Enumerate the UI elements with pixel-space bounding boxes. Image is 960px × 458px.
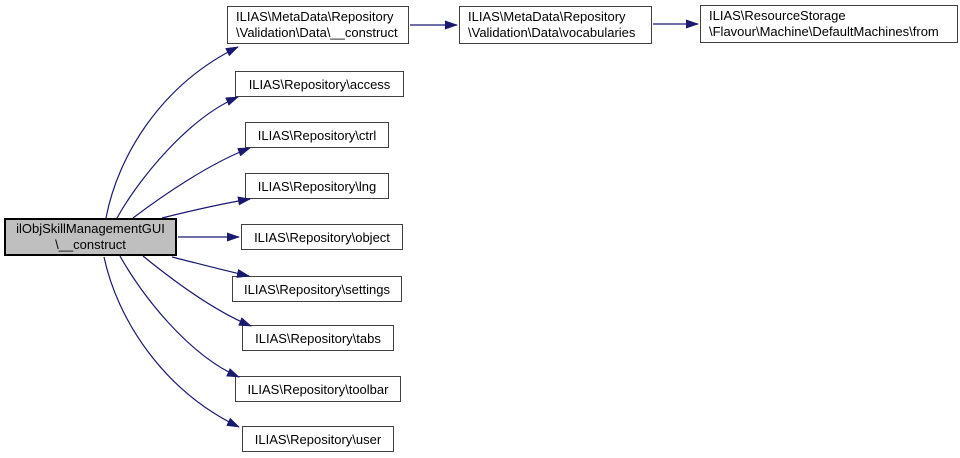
node-repository-object[interactable]: ILIAS\Repository\object — [241, 224, 403, 250]
node-label: ILIAS\Repository\tabs — [255, 330, 381, 346]
node-label-line1: ILIAS\MetaData\Repository — [468, 9, 626, 24]
node-resourcestorage-defaultmachines-from[interactable]: ILIAS\ResourceStorage \Flavour\Machine\D… — [700, 5, 958, 43]
node-repository-settings[interactable]: ILIAS\Repository\settings — [232, 276, 402, 302]
node-repository-tabs[interactable]: ILIAS\Repository\tabs — [242, 325, 394, 351]
node-repository-lng[interactable]: ILIAS\Repository\lng — [245, 173, 389, 199]
edge-root-to-settings — [171, 256, 250, 278]
node-repository-access[interactable]: ILIAS\Repository\access — [235, 71, 404, 97]
node-label-line1: ILIAS\MetaData\Repository — [236, 9, 394, 24]
node-label: ILIAS\Repository\ctrl — [257, 127, 377, 143]
node-repository-user[interactable]: ILIAS\Repository\user — [242, 426, 394, 452]
node-repository-toolbar[interactable]: ILIAS\Repository\toolbar — [235, 376, 401, 402]
node-label-line1: ilObjSkillManagementGUI — [16, 221, 165, 236]
node-label: ILIAS\Repository\lng — [257, 178, 377, 194]
edge-root-to-user — [103, 256, 240, 428]
node-label-line2: \Validation\Data\vocabularies — [468, 25, 636, 40]
edge-root-to-toolbar — [119, 255, 240, 378]
node-label: ILIAS\Repository\toolbar — [247, 381, 389, 397]
node-label-line2: \__construct — [55, 237, 126, 252]
node-label: ILIAS\Repository\object — [254, 229, 390, 245]
edge-root-to-md-construct — [105, 46, 239, 219]
edge-root-to-lng — [161, 196, 251, 219]
node-label-line2: \Flavour\Machine\DefaultMachines\from — [709, 24, 939, 39]
node-label: ILIAS\Repository\access — [248, 76, 391, 92]
node-metadata-validation-data-vocabularies[interactable]: ILIAS\MetaData\Repository \Validation\Da… — [459, 6, 652, 44]
node-label-line2: \Validation\Data\__construct — [236, 25, 398, 40]
node-label-line1: ILIAS\ResourceStorage — [709, 8, 846, 23]
edge-root-to-ctrl — [132, 147, 251, 219]
node-repository-ctrl[interactable]: ILIAS\Repository\ctrl — [245, 122, 389, 148]
node-root-ilobjskillmanagementgui-construct: ilObjSkillManagementGUI \__construct — [4, 218, 177, 256]
node-metadata-validation-data-construct[interactable]: ILIAS\MetaData\Repository \Validation\Da… — [227, 6, 409, 44]
node-label: ILIAS\Repository\user — [254, 431, 382, 447]
edge-root-to-access — [116, 96, 239, 219]
node-label: ILIAS\Repository\settings — [244, 281, 390, 297]
